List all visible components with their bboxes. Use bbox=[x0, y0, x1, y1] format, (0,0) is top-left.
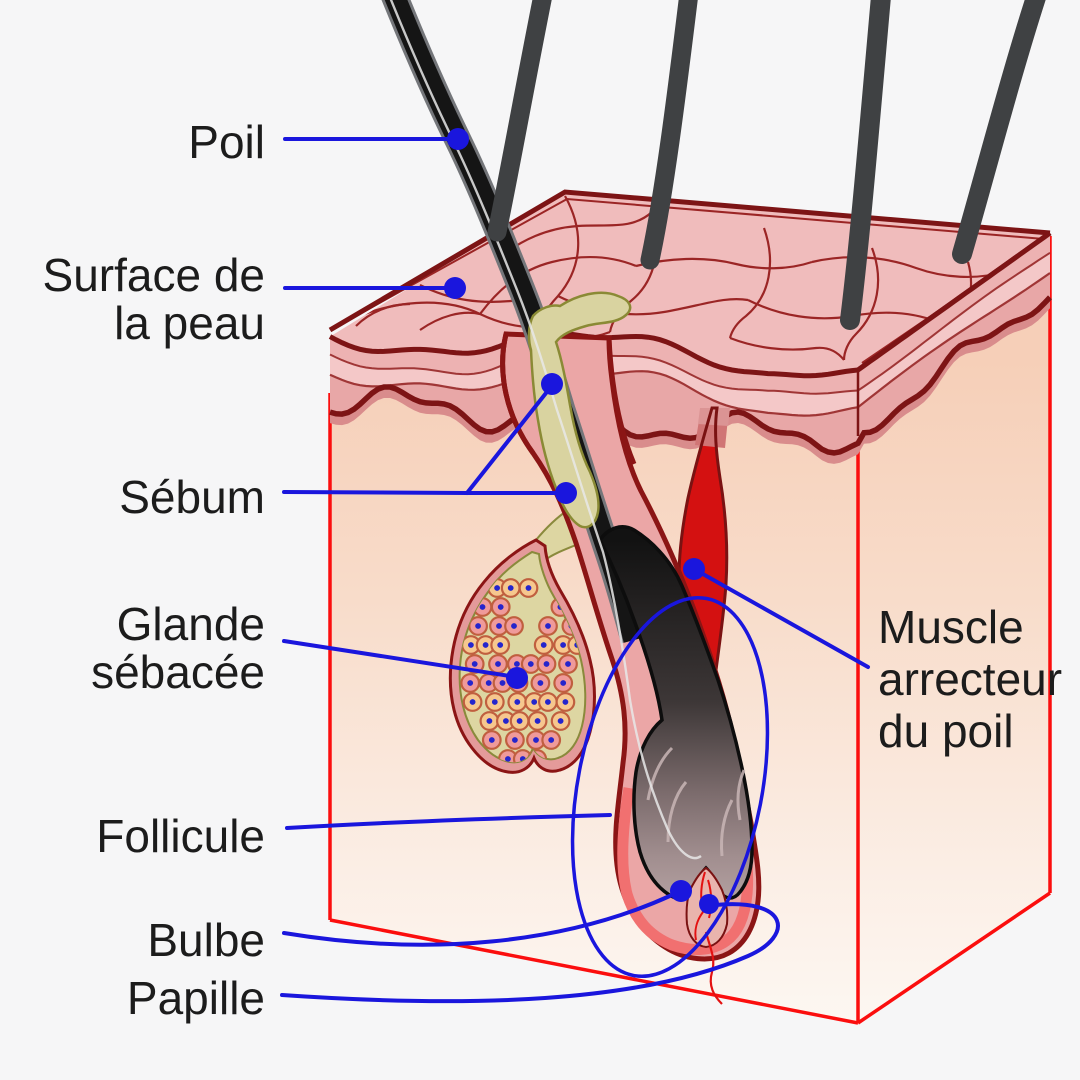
label-bulbe: Bulbe bbox=[147, 914, 265, 966]
poil-dot bbox=[447, 128, 469, 150]
glande-leader bbox=[282, 639, 512, 678]
sebum bbox=[527, 291, 632, 529]
gland-cell bbox=[558, 654, 578, 674]
gland-cells bbox=[460, 578, 586, 763]
gland-cell bbox=[505, 730, 525, 750]
label-poil: Poil bbox=[188, 116, 265, 168]
hair-4 bbox=[840, 0, 891, 330]
sebum-leader bbox=[282, 386, 560, 495]
hair-3 bbox=[640, 0, 698, 270]
cube-outline bbox=[328, 236, 1052, 1025]
gland-cell bbox=[462, 692, 483, 712]
muscle-dot bbox=[683, 558, 705, 580]
gland-cell bbox=[490, 635, 511, 655]
gland-cell bbox=[490, 597, 511, 617]
papille-dot bbox=[699, 894, 719, 914]
sebum-upper-dot bbox=[541, 373, 563, 395]
gland-cell bbox=[507, 692, 528, 712]
cube-edge-bottom-right bbox=[857, 891, 1051, 1025]
gland-cell bbox=[518, 578, 539, 598]
gland-cell bbox=[538, 692, 558, 712]
gland-cell bbox=[481, 730, 502, 750]
hair-2 bbox=[487, 0, 552, 242]
glande-dot bbox=[506, 667, 528, 689]
gland-cell bbox=[550, 711, 571, 731]
gland-cell bbox=[509, 711, 530, 731]
follicle-funnel-walls bbox=[500, 333, 637, 465]
follicle-ellipse-indicator bbox=[570, 595, 770, 979]
gland-cell bbox=[527, 711, 548, 731]
label-sebum: Sébum bbox=[119, 471, 265, 523]
gland-cell bbox=[460, 673, 481, 693]
background-hairs bbox=[487, 0, 1046, 330]
bulb-streaks bbox=[646, 746, 746, 857]
bulbe-dot bbox=[670, 880, 692, 902]
gland-cell bbox=[520, 654, 541, 674]
sebum-lower-dot bbox=[555, 482, 577, 504]
gland-cell bbox=[479, 711, 500, 731]
hair-5 bbox=[952, 0, 1046, 264]
label-glande: Glande sébacée bbox=[91, 600, 265, 696]
top-face-back-edge bbox=[328, 189, 1051, 333]
gland-cell bbox=[530, 673, 551, 693]
label-glande-line1: Glande bbox=[116, 598, 265, 650]
gland-cell bbox=[488, 654, 508, 674]
inner-root-sheath bbox=[617, 787, 754, 955]
label-muscle-line3: du poil bbox=[878, 705, 1014, 757]
bulbe-leader bbox=[282, 893, 674, 947]
gland-cell bbox=[538, 616, 558, 636]
gland-cell bbox=[541, 730, 562, 750]
gland-cell bbox=[536, 654, 557, 674]
label-surface: Surface de la peau bbox=[43, 251, 265, 347]
gland-cell bbox=[533, 635, 554, 655]
papille-leader bbox=[280, 902, 780, 1004]
label-glande-line2: sébacée bbox=[91, 646, 265, 698]
label-follicule: Follicule bbox=[96, 810, 265, 862]
sebaceous-gland bbox=[448, 508, 596, 774]
label-muscle: Muscle arrecteur du poil bbox=[878, 601, 1062, 757]
gland-cell bbox=[468, 616, 489, 636]
label-surface-line1: Surface de bbox=[42, 249, 265, 301]
gland-cell bbox=[555, 692, 576, 712]
label-muscle-line1: Muscle bbox=[878, 601, 1024, 653]
gland-cell bbox=[553, 673, 574, 693]
label-papille: Papille bbox=[126, 972, 265, 1024]
gland-cell bbox=[504, 616, 524, 636]
label-surface-line2: la peau bbox=[114, 297, 265, 349]
cube-edge-bottom-front bbox=[329, 918, 859, 1025]
leader-lines bbox=[280, 137, 870, 1004]
muscle-leader bbox=[692, 567, 870, 669]
leader-dots bbox=[444, 128, 719, 914]
follicule-leader bbox=[285, 813, 612, 830]
label-muscle-line2: arrecteur bbox=[878, 653, 1063, 705]
gland-cell bbox=[475, 635, 496, 655]
gland-cell bbox=[484, 692, 505, 712]
gland-cell bbox=[524, 692, 545, 712]
gland-cell bbox=[500, 578, 521, 598]
surface-dot bbox=[444, 277, 466, 299]
